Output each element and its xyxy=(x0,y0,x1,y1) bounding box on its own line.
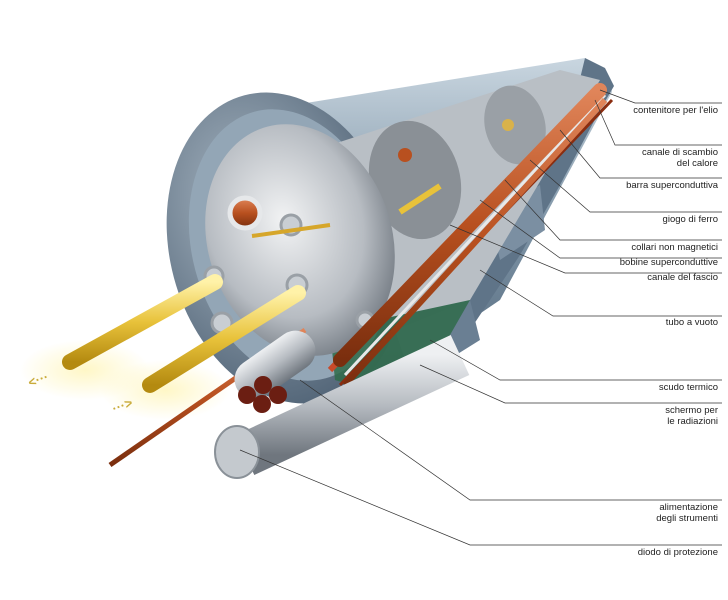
copper-sleeves xyxy=(333,83,608,388)
protection-diode-pipe xyxy=(214,335,470,479)
label-protection-diode: diodo di protezione xyxy=(637,547,718,558)
label-superconducting-bar: barra superconduttiva xyxy=(626,180,718,191)
cold-mass-end-face xyxy=(203,124,395,356)
superconducting-beams xyxy=(20,183,442,420)
label-beam-channel: canale del fascio xyxy=(647,272,718,283)
leader-lines xyxy=(239,89,722,546)
label-thermal-shield: scudo termico xyxy=(658,382,718,393)
label-superconducting-coils: bobine superconduttive xyxy=(619,257,718,268)
label-iron-yoke: giogo di ferro xyxy=(662,214,718,225)
bus-bar-cluster xyxy=(234,330,316,413)
label-helium-vessel: contenitore per l'elio xyxy=(633,105,718,116)
label-nonmagnetic-collars: collari non magnetici xyxy=(631,242,718,253)
label-vacuum-tube: tubo a vuoto xyxy=(665,317,718,328)
